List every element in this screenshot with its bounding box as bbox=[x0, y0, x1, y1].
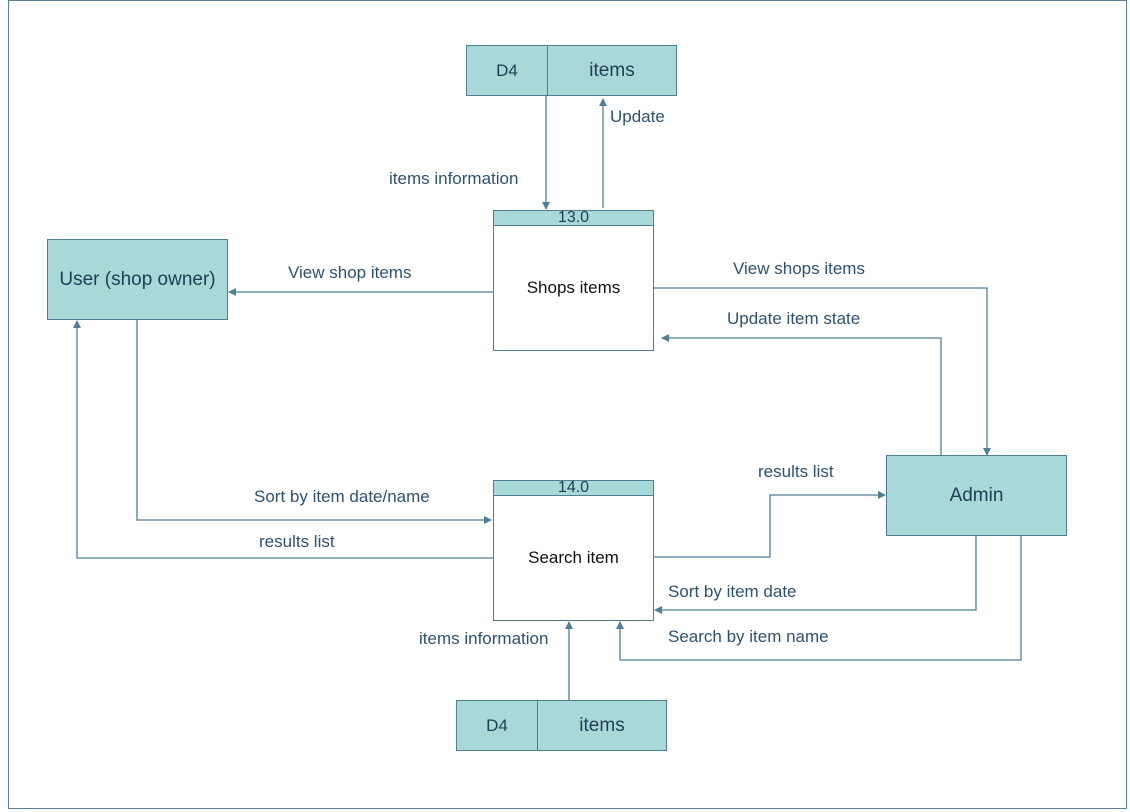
label-search-by-item-name: Search by item name bbox=[668, 627, 829, 646]
data-store-top-name: items bbox=[589, 59, 635, 81]
label-items-information-bottom: items information bbox=[419, 629, 549, 648]
flow-results-list-admin bbox=[654, 491, 886, 558]
label-results-list-admin: results list bbox=[758, 462, 834, 481]
label-results-list-user: results list bbox=[259, 532, 335, 551]
flow-view-shops-items bbox=[654, 287, 991, 456]
entity-admin: Admin bbox=[886, 455, 1067, 536]
label-update: Update bbox=[610, 107, 665, 126]
process-search-item: 14.0 Search item bbox=[493, 480, 654, 621]
process-search-item-name: Search item bbox=[528, 547, 619, 567]
entity-user: User (shop owner) bbox=[47, 239, 228, 320]
flow-sort-by-item-date bbox=[654, 536, 977, 614]
label-items-information-top: items information bbox=[389, 169, 519, 188]
diagram-frame bbox=[8, 0, 1127, 809]
flow-update-item-state bbox=[661, 334, 942, 455]
flow-sort-by-item-date-name bbox=[136, 320, 492, 524]
label-sort-by-item-date: Sort by item date bbox=[668, 582, 797, 601]
process-shops-items-id: 13.0 bbox=[494, 210, 653, 226]
data-store-bottom-id: D4 bbox=[457, 701, 538, 750]
data-store-bottom-name: items bbox=[579, 714, 625, 736]
data-store-top: D4 items bbox=[466, 45, 677, 96]
process-search-item-id: 14.0 bbox=[494, 480, 653, 496]
label-sort-by-item-date-name: Sort by item date/name bbox=[254, 487, 430, 506]
flow-search-by-item-name bbox=[616, 536, 1022, 661]
label-view-shops-items: View shops items bbox=[733, 259, 865, 278]
label-update-item-state: Update item state bbox=[727, 309, 861, 328]
data-store-top-id: D4 bbox=[467, 46, 548, 95]
process-shops-items: 13.0 Shops items bbox=[493, 210, 654, 351]
label-view-shop-items: View shop items bbox=[288, 263, 412, 282]
flow-results-list-user bbox=[73, 320, 493, 559]
data-store-bottom: D4 items bbox=[456, 700, 667, 751]
process-shops-items-name: Shops items bbox=[526, 277, 621, 297]
